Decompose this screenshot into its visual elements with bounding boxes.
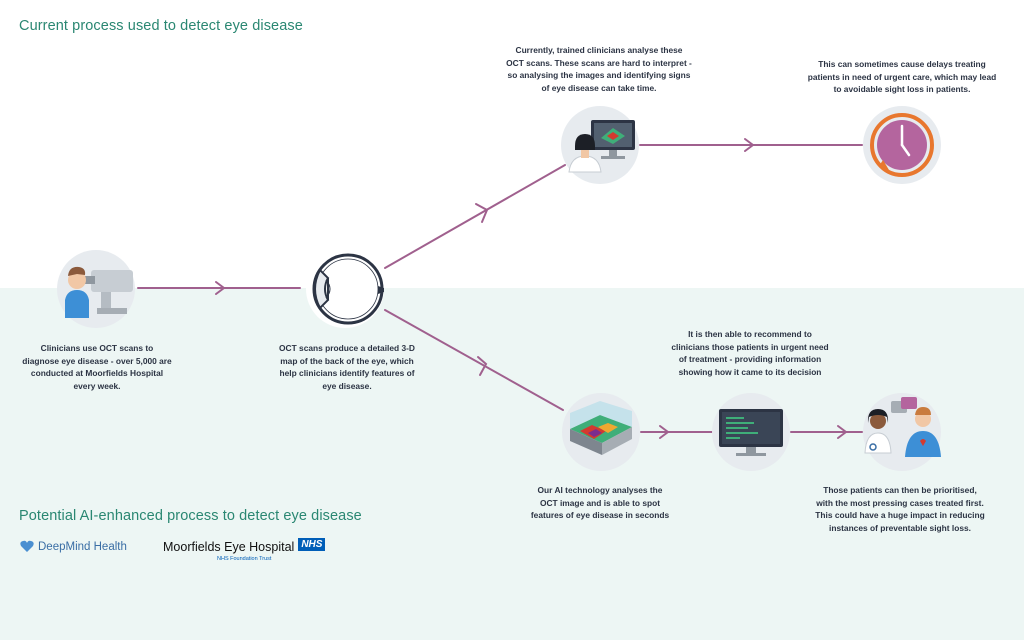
nhs-badge: NHS <box>298 538 326 551</box>
current-process-heading: Current process used to detect eye disea… <box>19 18 303 34</box>
oct-3d-scan-node <box>562 393 640 471</box>
doctor-patient-node <box>863 393 941 471</box>
caption-oct-scans: Clinicians use OCT scans to diagnose eye… <box>22 343 172 391</box>
caption-recommend: It is then able to recommend to clinicia… <box>671 329 829 377</box>
clock-node <box>863 106 941 184</box>
ai-process-background <box>0 288 1024 640</box>
clock-icon <box>870 113 934 177</box>
caption-delays: This can sometimes cause delays treating… <box>807 59 997 95</box>
ai-monitor-node <box>712 393 790 471</box>
nhs-trust-label: NHS Foundation Trust <box>217 556 272 562</box>
caption-prioritised: Those patients can then be prioritised, … <box>815 485 985 533</box>
caption-clinicians-analyse: Currently, trained clinicians analyse th… <box>506 45 692 93</box>
oct-3d-scan-icon <box>570 401 632 455</box>
clinician-node <box>561 106 639 184</box>
deepmind-heart-icon <box>20 540 34 552</box>
arrow-eye-to-clinician <box>384 164 566 269</box>
deepmind-health-label: DeepMind Health <box>38 540 127 553</box>
deepmind-health-logo: DeepMind Health <box>20 540 127 553</box>
moorfields-name: Moorfields Eye Hospital <box>163 540 295 554</box>
arrow-eye-to-scan <box>384 309 564 411</box>
clinician-monitor-icon <box>568 120 635 173</box>
doctor-patient-icon <box>864 397 941 457</box>
caption-ai-analyses: Our AI technology analyses the OCT image… <box>530 485 670 521</box>
oct-scanner-icon <box>65 266 133 318</box>
eye-icon <box>312 253 384 325</box>
eye-node <box>306 250 384 328</box>
oct-scanner-node <box>57 250 135 328</box>
ai-monitor-icon <box>719 409 783 456</box>
ai-process-heading: Potential AI-enhanced process to detect … <box>19 508 362 524</box>
caption-detailed-map: OCT scans produce a detailed 3-D map of … <box>279 343 415 391</box>
